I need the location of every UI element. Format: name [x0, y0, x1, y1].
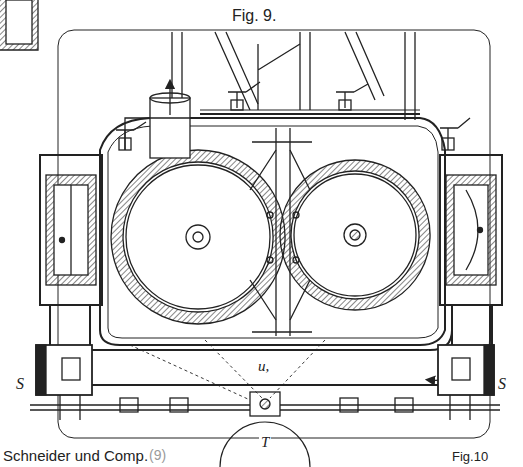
figure-number: (9) — [149, 448, 166, 462]
part-label: T — [259, 434, 271, 451]
figure-title: Fig. 9. — [232, 8, 276, 24]
maker-name: Schneider und Comp. — [3, 448, 148, 463]
outer-frame — [58, 30, 490, 438]
part-label: S — [16, 376, 24, 392]
figure-fragment — [0, 0, 38, 50]
part-label: S — [498, 376, 506, 392]
part-label: u, — [256, 358, 271, 375]
t-wheel — [220, 422, 310, 467]
base — [30, 392, 500, 420]
valves — [116, 82, 470, 150]
top-struts — [172, 32, 415, 120]
lower-pipe — [50, 305, 490, 385]
right-valve-chest — [440, 155, 502, 345]
left-valve-chest — [40, 155, 102, 345]
outlet-pipe — [150, 84, 190, 158]
guide-lines — [130, 340, 325, 400]
figure-title: Fig.10 — [452, 450, 488, 463]
s-boxes — [36, 345, 494, 395]
right-cylinder — [280, 160, 430, 310]
central-web — [250, 128, 312, 336]
